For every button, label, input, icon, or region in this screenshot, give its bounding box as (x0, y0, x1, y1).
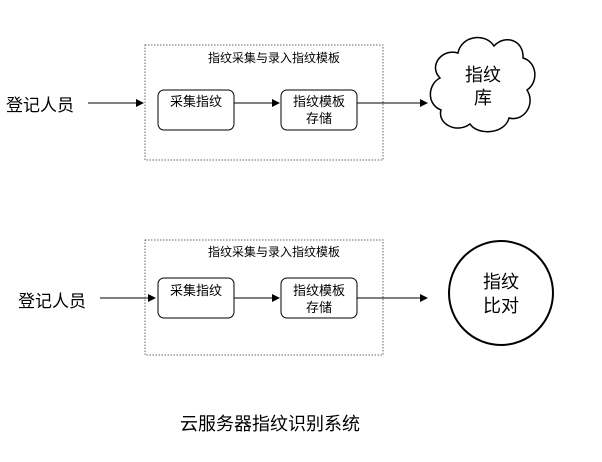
top-target-line1: 指纹 (465, 65, 501, 86)
top-group-title: 指纹采集与录入指纹模板 (208, 50, 340, 65)
top-step2-line2: 存储 (306, 112, 332, 127)
fingerprint-compare-circle (448, 240, 554, 346)
diagram-caption: 云服务器指纹识别系统 (180, 414, 360, 435)
fingerprint-database-cloud-icon (429, 36, 536, 133)
bottom-group-title: 指纹采集与录入指纹模板 (208, 244, 340, 259)
top-step2-box (280, 89, 358, 131)
top-target-line2: 库 (474, 88, 492, 109)
bottom-step2-line2: 存储 (306, 301, 332, 316)
top-source-label: 登记人员 (6, 96, 74, 116)
bottom-step2-line1: 指纹模板 (293, 284, 345, 299)
top-step2-line1: 指纹模板 (293, 95, 345, 110)
bottom-flow: 登记人员 指纹采集与录入指纹模板 采集指纹 指纹模板 存储 指纹 比对 (18, 239, 554, 356)
bottom-step1-label: 采集指纹 (170, 283, 222, 299)
bottom-target-line2: 比对 (483, 296, 519, 317)
top-flow: 登记人员 指纹采集与录入指纹模板 采集指纹 指纹模板 存储 指纹 库 (6, 36, 536, 161)
bottom-source-label: 登记人员 (18, 292, 86, 312)
top-step1-box (157, 89, 235, 131)
bottom-target-line1: 指纹 (483, 272, 519, 293)
top-step1-label: 采集指纹 (170, 94, 222, 110)
